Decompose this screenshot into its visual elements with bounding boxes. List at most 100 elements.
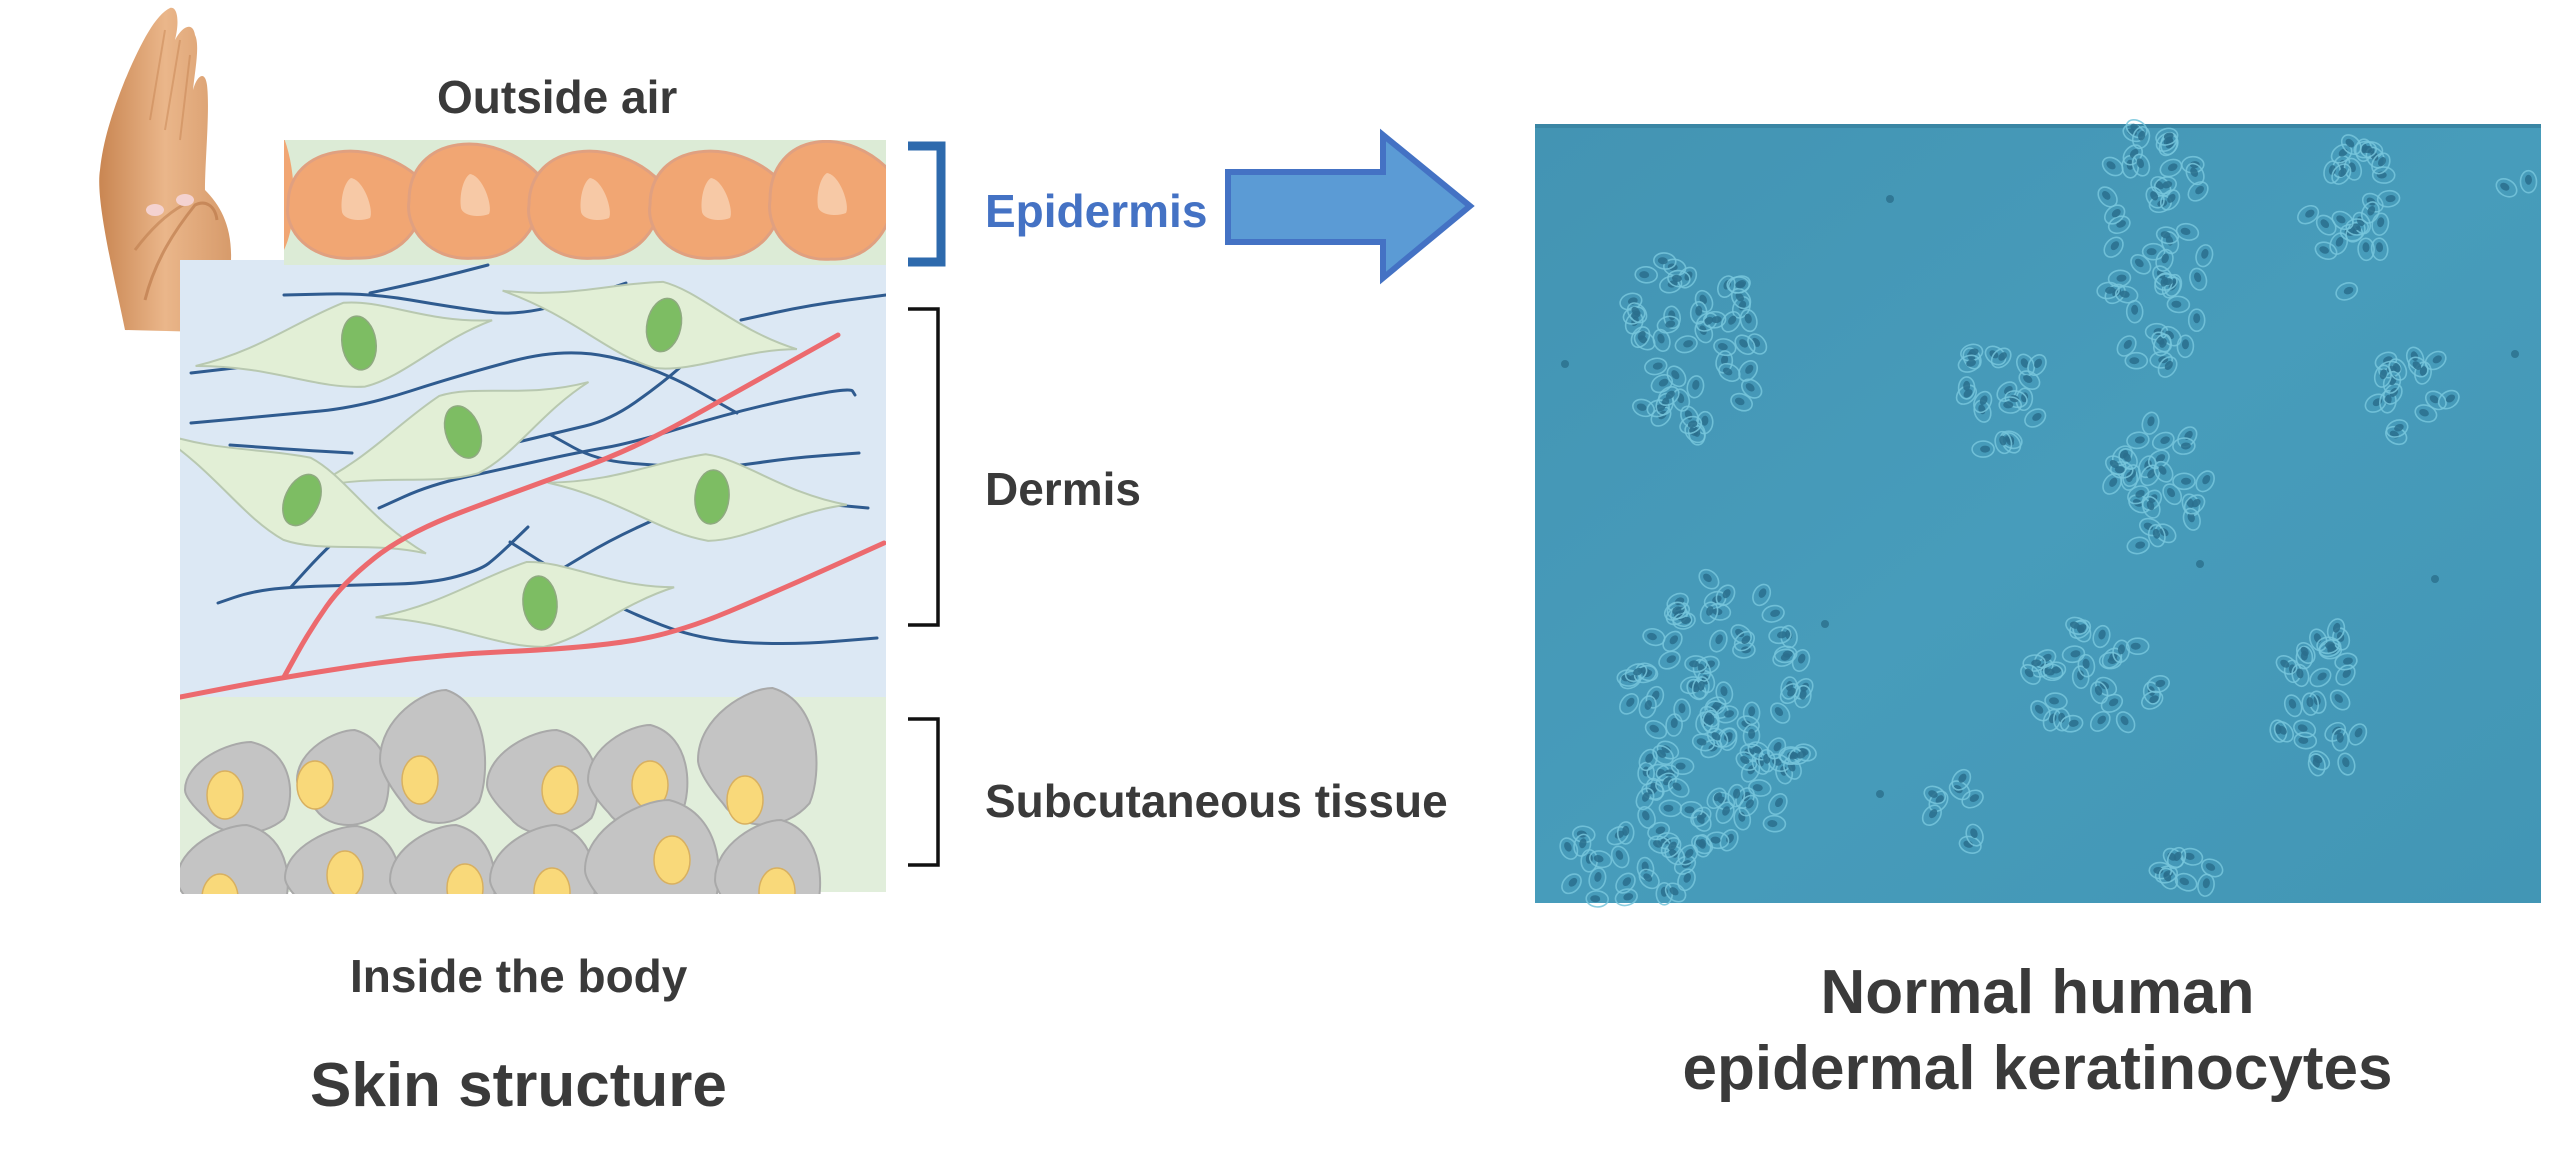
cell-nucleus: [2180, 442, 2191, 450]
keratinocyte: [2153, 460, 2174, 483]
keratinocyte: [1957, 354, 1981, 373]
cell-nucleus: [2034, 704, 2044, 714]
cell-membrane: [1665, 713, 1683, 737]
cell-nucleus: [2419, 366, 2427, 376]
keratinocyte: [2353, 140, 2377, 159]
cell-nucleus: [1594, 872, 1602, 882]
cell-nucleus: [2105, 286, 2116, 294]
keratinocyte: [1616, 821, 1635, 845]
cell-membrane: [2126, 431, 2150, 450]
cell-membrane: [1672, 611, 1696, 630]
keratinocyte: [2126, 536, 2150, 555]
cell-nucleus: [1678, 703, 1686, 714]
keratinocyte: [2059, 714, 2084, 733]
keratinocyte: [2155, 248, 2174, 272]
keratinocyte: [1615, 872, 1636, 894]
cell-membrane: [2159, 158, 2183, 178]
cell-nucleus: [1663, 777, 1673, 786]
keratinocyte: [2140, 464, 2161, 487]
cell-nucleus: [2362, 145, 2373, 153]
keratinocyte: [2044, 692, 2068, 710]
cell-nucleus: [1745, 383, 1755, 392]
cell-membrane: [2353, 140, 2377, 159]
cell-membrane: [1619, 693, 1640, 715]
keratinocyte: [1660, 836, 1682, 859]
cell-nucleus: [1703, 573, 1712, 583]
cell-nucleus: [1710, 836, 1721, 844]
keratinocyte: [2159, 189, 2181, 211]
epidermis-cell-nucleus: [701, 178, 731, 220]
keratinocyte: [1658, 650, 1681, 670]
cell-nucleus: [2167, 193, 2176, 203]
cell-nucleus: [1740, 756, 1750, 765]
keratinocyte: [1667, 269, 1691, 288]
cell-membrane: [2371, 166, 2396, 184]
keratinocyte: [1761, 604, 1785, 623]
cell-membrane: [1638, 695, 1657, 719]
cell-nucleus: [2130, 642, 2141, 650]
cell-membrane: [2125, 299, 2144, 324]
keratinocyte: [2301, 692, 2320, 716]
cell-colony: [2020, 616, 2170, 734]
cell-membrane: [1726, 276, 1750, 294]
outside-air-label: Outside air: [437, 71, 678, 123]
caption-line-2: epidermal keratinocytes: [1682, 1034, 2393, 1103]
right-arrow-icon: [1225, 128, 1475, 285]
keratinocyte: [2155, 226, 2180, 245]
cell-colony: [1619, 252, 1768, 446]
keratinocyte: [2101, 156, 2124, 177]
cell-nucleus: [2068, 719, 2079, 727]
cell-membrane: [2131, 153, 2151, 177]
fibroblast-cell: [180, 429, 427, 555]
keratinocyte: [2348, 723, 2368, 746]
keratinocyte: [2385, 419, 2409, 438]
keratinocyte: [2326, 618, 2346, 642]
cell-membrane: [1679, 800, 1704, 819]
cell-nucleus: [2419, 408, 2429, 417]
cell-membrane: [2098, 651, 2123, 670]
keratinocyte: [1686, 375, 1705, 399]
cell-nucleus: [2082, 658, 2090, 669]
cell-nucleus: [2377, 217, 2385, 228]
cell-nucleus: [2385, 195, 2396, 203]
keratinocyte: [1733, 807, 1752, 831]
cell-membrane: [1677, 868, 1696, 892]
cell-nucleus: [1705, 660, 1716, 668]
keratinocyte: [2195, 470, 2215, 493]
cell-nucleus: [1649, 724, 1659, 733]
cell-membrane: [2004, 390, 2028, 409]
cell-colony: [1955, 343, 2047, 458]
keratinocyte: [2162, 483, 2183, 506]
keratinocyte: [2376, 189, 2401, 208]
cell-membrane: [2326, 618, 2346, 642]
fat-cell-body: [180, 823, 289, 894]
cell-membrane: [1624, 663, 1648, 683]
keratinocyte: [1702, 709, 1720, 734]
keratinocyte: [2495, 178, 2518, 198]
cell-nucleus: [1631, 306, 1640, 316]
keratinocyte: [2183, 494, 2206, 515]
keratinocyte: [2027, 353, 2047, 377]
keratinocyte: [1748, 779, 1772, 797]
fibroblast-cells: [180, 280, 848, 648]
keratinocyte: [1762, 814, 1787, 833]
keratinocyte: [1619, 693, 1640, 715]
cell-membrane: [1705, 831, 1730, 850]
keratinocyte: [1715, 681, 1734, 705]
cell-nucleus: [1733, 788, 1741, 799]
keratinocyte: [2414, 404, 2438, 423]
keratinocyte: [1739, 308, 1758, 333]
keratinocyte: [1614, 888, 1638, 907]
keratinocyte: [2141, 242, 2166, 261]
fat-cell: [485, 728, 599, 836]
keratinocyte: [2187, 181, 2209, 202]
cell-membrane: [2104, 204, 2126, 225]
cell-nucleus: [1663, 804, 1674, 812]
keratinocyte: [1638, 695, 1657, 719]
keratinocyte: [1709, 629, 1728, 653]
blood-vessel: [180, 540, 886, 700]
cell-nucleus: [2160, 436, 2170, 444]
keratinocyte: [2293, 719, 2317, 738]
keratinocyte: [1730, 392, 1753, 412]
cell-nucleus: [1666, 655, 1677, 664]
